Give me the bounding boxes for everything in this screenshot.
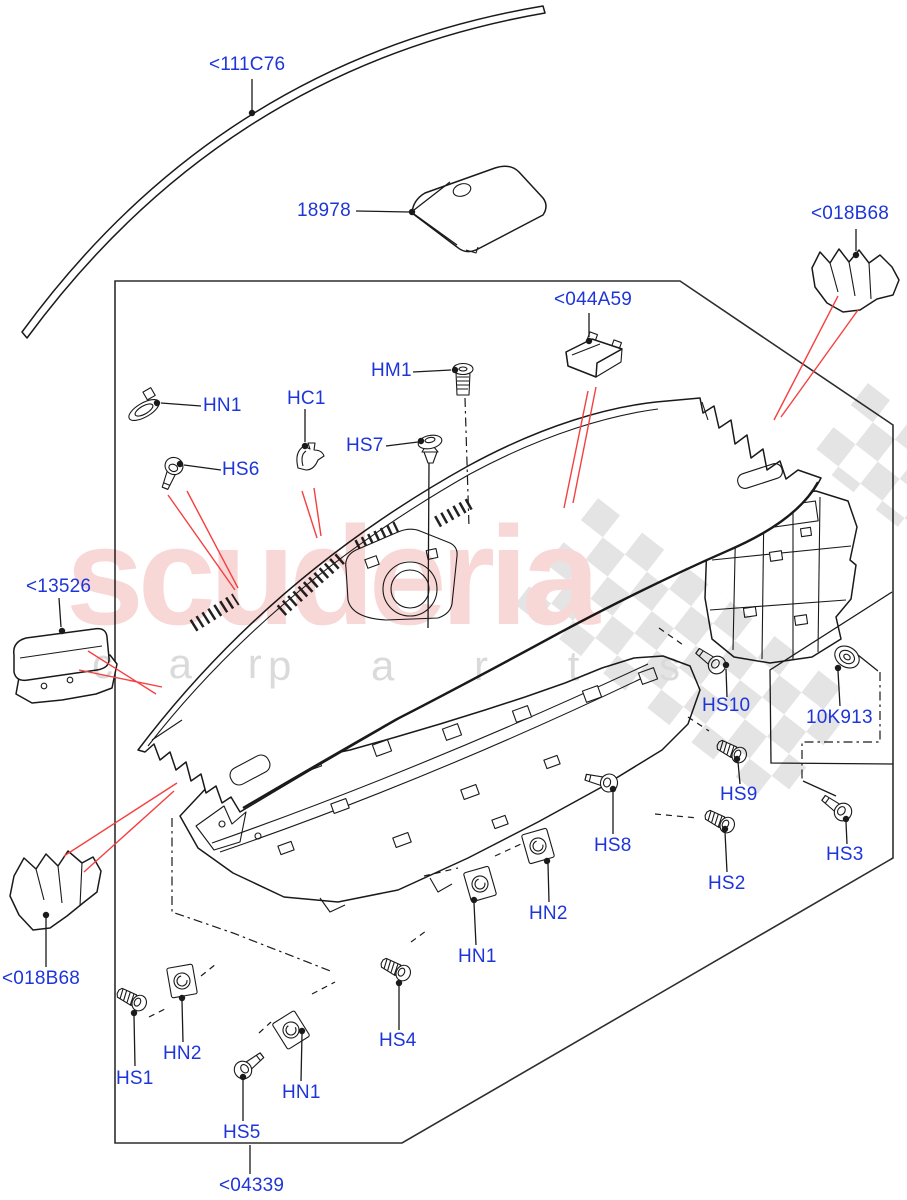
part-label-HS4[interactable]: HS4 (379, 1030, 417, 1051)
part-label-HN1-bottom[interactable]: HN1 (282, 1082, 321, 1103)
part-label-HN1-top[interactable]: HN1 (203, 395, 242, 416)
part-label-HM1[interactable]: HM1 (371, 360, 412, 381)
fastener-HS2 (701, 806, 738, 836)
part-label-018B68-top[interactable]: <018B68 (811, 203, 890, 224)
fastener-10K913-washer (834, 645, 860, 669)
fastener-HC1 (296, 442, 325, 471)
part-label-HN2-bottom[interactable]: HN2 (163, 1043, 202, 1064)
checker-band-corner (809, 383, 907, 538)
part-label-HS1[interactable]: HS1 (116, 1068, 154, 1089)
fastener-HN2-mid (520, 827, 556, 865)
part-label-HS8[interactable]: HS8 (594, 835, 632, 856)
part-label-13526[interactable]: <13526 (26, 576, 92, 597)
part-label-018B68-bottom[interactable]: <018B68 (2, 968, 81, 989)
airbag-module-13526 (13, 627, 118, 704)
part-label-HS5[interactable]: HS5 (223, 1122, 261, 1143)
part-label-HS6[interactable]: HS6 (222, 459, 260, 480)
fastener-HM1 (452, 362, 474, 396)
watermark-tagline-right: p a r t s (268, 642, 714, 689)
assembly-link-lines (148, 397, 894, 1034)
watermark-tagline-left: c a r (92, 640, 284, 687)
checker-band (514, 498, 859, 808)
fastener-HS5 (230, 1047, 269, 1083)
fastener-HS6 (156, 454, 187, 493)
fastener-HN1-mid (462, 865, 498, 903)
part-label-HN1-mid[interactable]: HN1 (458, 946, 497, 967)
cover-panel-18978 (411, 165, 547, 254)
part-label-044A59[interactable]: <044A59 (554, 289, 633, 310)
part-label-10K913[interactable]: 10K913 (806, 707, 873, 728)
part-label-HC1[interactable]: HC1 (287, 388, 326, 409)
part-label-18978[interactable]: 18978 (297, 200, 351, 221)
part-label-111C76[interactable]: <111C76 (209, 54, 286, 75)
bracket-018B68-bottom (9, 850, 102, 931)
leader-lines (42, 79, 860, 1174)
part-label-HN2-mid[interactable]: HN2 (529, 903, 568, 924)
part-label-HS7[interactable]: HS7 (346, 435, 384, 456)
fastener-HS3 (817, 790, 856, 825)
windshield-trim-strip (21, 5, 546, 339)
diagram-border (114, 280, 894, 1144)
fastener-HN1-top (128, 387, 160, 421)
module-044A59 (565, 331, 623, 378)
part-label-HS2[interactable]: HS2 (708, 873, 746, 894)
watermark-brand: scuderia (66, 497, 601, 654)
red-locator-lines (63, 295, 859, 873)
fastener-HS4 (377, 954, 414, 984)
part-label-HS10[interactable]: HS10 (702, 695, 751, 716)
part-label-HS9[interactable]: HS9 (720, 784, 758, 805)
part-label-HS3[interactable]: HS3 (826, 844, 864, 865)
watermark: scuderia c a r p a r t s (66, 383, 907, 808)
fastener-HS1 (113, 984, 150, 1014)
bracket-018B68-top (811, 248, 900, 313)
fastener-HN2-bottom (166, 963, 198, 999)
instrument-panel-art (9, 5, 900, 1083)
part-label-04339[interactable]: <04339 (219, 1175, 285, 1196)
fastener-HS7 (417, 434, 443, 464)
upper-dash-panel (137, 397, 822, 813)
